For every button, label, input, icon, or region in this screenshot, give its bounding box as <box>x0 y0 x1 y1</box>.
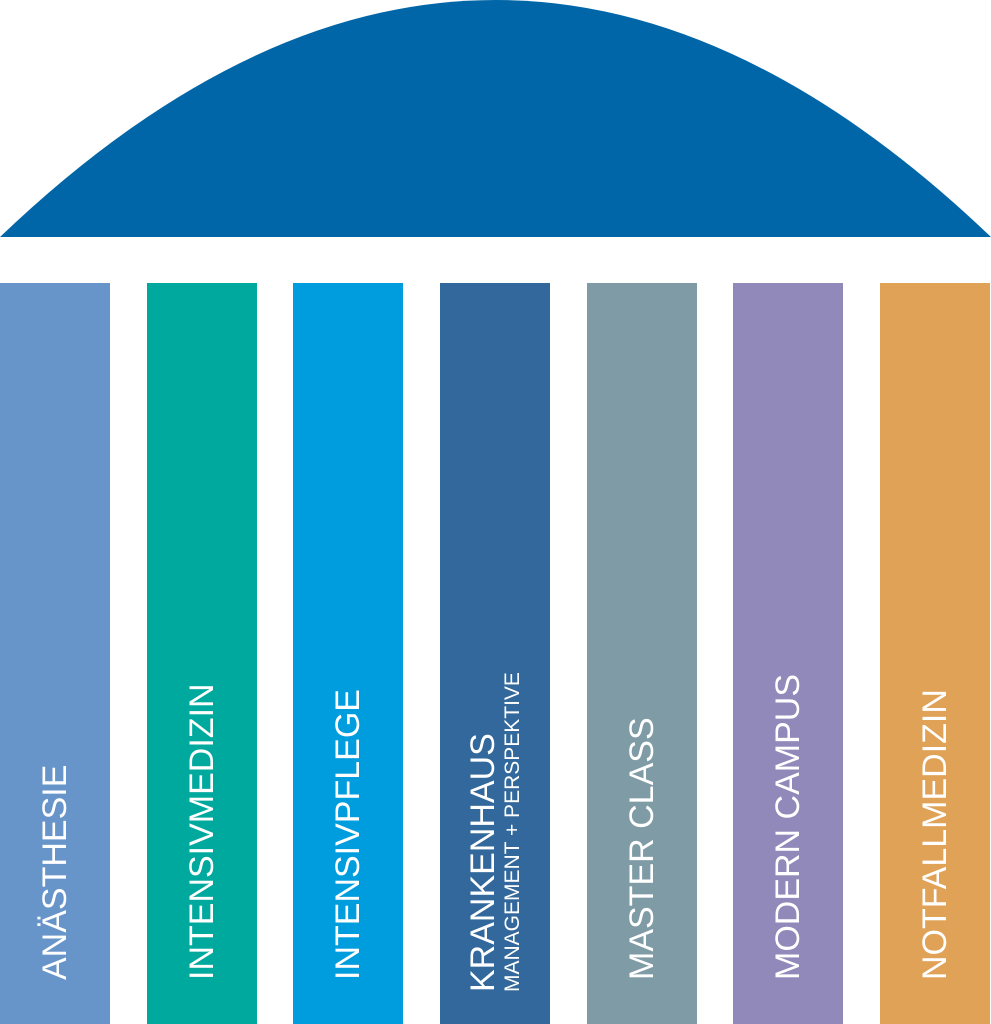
pillar-master-class: Master Class <box>587 283 697 1024</box>
pillar-title: Krankenhaus <box>464 733 502 992</box>
pillar-label: Intensivpflege <box>329 689 367 980</box>
pillar-label: Anästhesie <box>36 764 74 980</box>
pillar-title: Notfallmedizin <box>916 689 954 980</box>
pillar-label: Master Class <box>623 717 661 980</box>
pillar-label: Modern Campus <box>769 673 807 980</box>
pillar-label: Intensivmedizin <box>183 683 221 980</box>
dome-roof <box>0 0 991 237</box>
pillar-modern-campus: Modern Campus <box>733 283 843 1024</box>
pillar-title: Intensivmedizin <box>183 683 221 980</box>
dome-shape <box>0 0 991 237</box>
pillar-title: Modern Campus <box>769 673 807 980</box>
pillar-title: Anästhesie <box>36 764 74 980</box>
pillar-notfallmedizin: Notfallmedizin <box>880 283 990 1024</box>
pillar-title: Intensivpflege <box>329 689 367 980</box>
pillar-krankenhaus: Krankenhaus Management + Perspektive <box>440 283 550 1024</box>
pillar-anaesthesie: Anästhesie <box>0 283 110 1024</box>
pillar-intensivpflege: Intensivpflege <box>293 283 403 1024</box>
pillar-subtitle: Management + Perspektive <box>501 672 524 992</box>
pillar-label: Notfallmedizin <box>916 689 954 980</box>
pillar-title: Master Class <box>623 717 661 980</box>
pillar-label: Krankenhaus Management + Perspektive <box>464 672 525 992</box>
pillar-intensivmedizin: Intensivmedizin <box>147 283 257 1024</box>
